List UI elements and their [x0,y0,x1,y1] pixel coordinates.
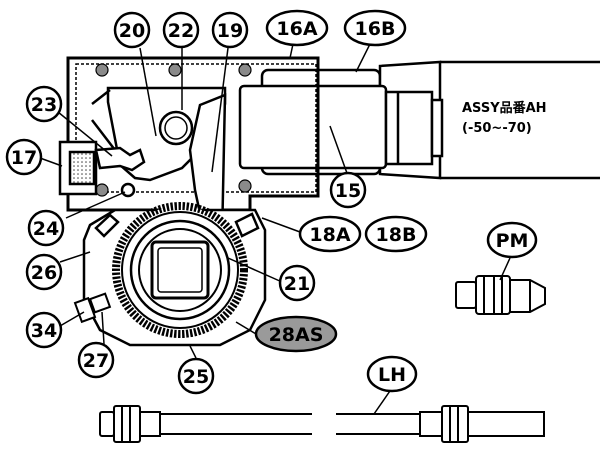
label-16a: 16A [265,9,329,47]
label-17-text: 17 [11,147,37,169]
assy-note-line1: ASSY品番AH [462,100,547,116]
label-34: 34 [25,311,63,349]
label-lh: LH [366,355,418,393]
label-17: 17 [5,138,43,176]
label-26-text: 26 [31,262,57,284]
label-pm: PM [486,221,538,259]
square-drive [150,240,210,300]
label-16b: 16B [343,9,407,47]
label-34-text: 34 [31,320,57,342]
rod-end-nut [384,90,434,166]
side-block-17 [58,140,146,198]
leader-lines [39,43,511,415]
label-24-text: 24 [33,218,59,240]
label-20: 20 [113,11,151,49]
gear-21 [112,202,248,338]
label-22: 22 [162,11,200,49]
label-27-text: 27 [83,350,109,372]
cylinder-tube [440,60,600,180]
label-19-text: 19 [217,20,243,42]
lh-hose [99,405,545,443]
set-screw-34 [73,292,112,324]
label-22-text: 22 [168,20,194,42]
label-23: 23 [25,85,63,123]
cylinder-assembly [238,60,600,180]
label-pm-text: PM [496,230,529,252]
label-25: 25 [177,357,215,395]
housing-outline [66,56,320,212]
label-18a: 18A [298,215,362,253]
label-28as: 28AS [254,315,338,353]
label-18a-text: 18A [309,224,350,246]
label-21: 21 [278,264,316,302]
assy-note-line2: (-50~-70) [462,121,532,136]
label-19: 19 [211,11,249,49]
label-20-text: 20 [119,20,145,42]
rod-end-cap [430,98,444,158]
label-26: 26 [25,253,63,291]
label-16a-text: 16A [276,18,317,40]
label-25-text: 25 [183,366,209,388]
label-23-text: 23 [31,94,57,116]
small-pin-24 [120,182,136,198]
label-28as-text: 28AS [269,324,324,346]
label-15: 15 [329,171,367,209]
spring-23 [94,146,146,172]
pm-coupler [455,275,546,315]
label-27: 27 [77,341,115,379]
label-16b-text: 16B [355,18,396,40]
label-24: 24 [27,209,65,247]
rod-15 [238,84,388,170]
label-21-text: 21 [284,273,310,295]
label-18b-text: 18B [376,224,417,246]
label-15-text: 15 [335,180,361,202]
label-lh-text: LH [378,364,406,386]
label-18b: 18B [364,215,428,253]
